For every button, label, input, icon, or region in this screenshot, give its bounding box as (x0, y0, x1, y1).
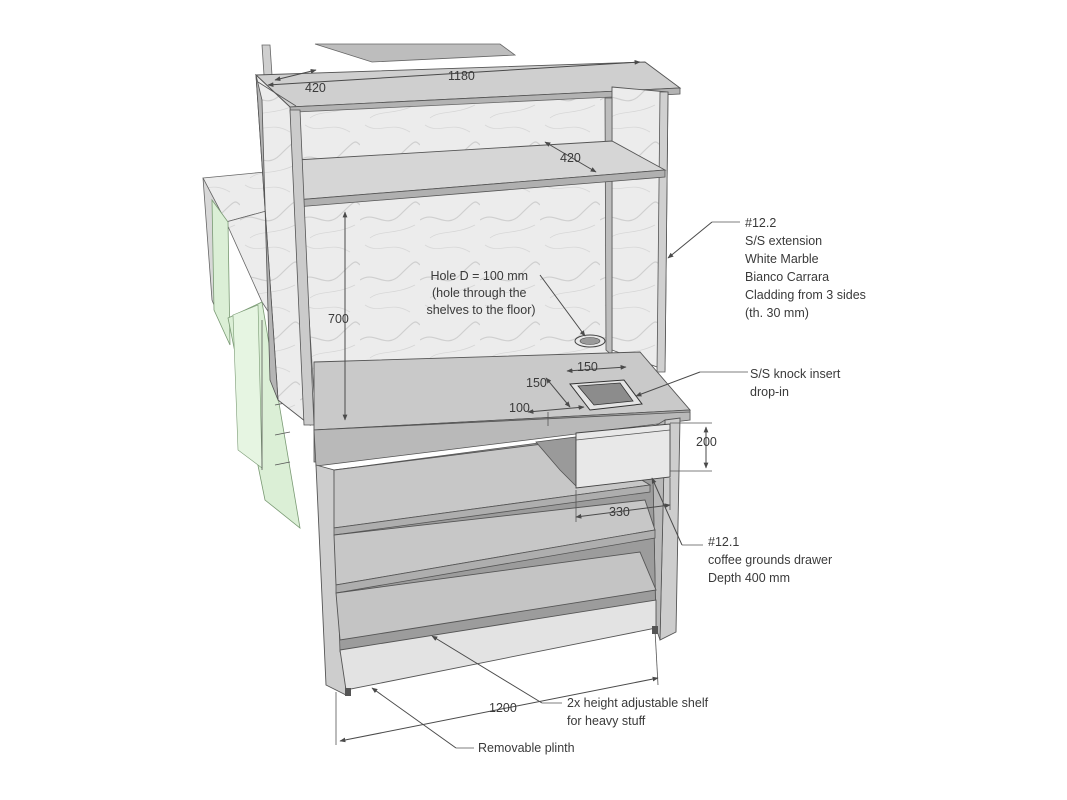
callout-knock-line-1: S/S knock insert (750, 367, 841, 381)
callout-hole-line-3: shelves to the floor) (426, 303, 535, 317)
dim-label-330: 330 (609, 505, 630, 519)
dimension-1200: 1200 (335, 629, 659, 745)
callout-shelf: 2x height adjustable shelf for heavy stu… (567, 696, 712, 728)
callout-plinth-line-1: Removable plinth (478, 741, 575, 755)
knock-insert (569, 379, 643, 411)
dimension-1180: 1180 (267, 59, 641, 88)
dimension-150-width: 150 (566, 360, 627, 374)
callout-hole-line-2: (hole through the (432, 286, 527, 300)
leader-drawer-2 (651, 477, 683, 546)
callout-knock-line-2: drop-in (750, 385, 789, 399)
leader-knock-2 (635, 371, 701, 397)
callout-extension: #12.2 S/S extension White Marble Bianco … (745, 216, 869, 320)
callout-plinth: Removable plinth (478, 741, 575, 755)
callout-drawer-line-3: Depth 400 mm (708, 571, 790, 585)
dim-label-420-top: 420 (305, 81, 326, 95)
dimension-200: 200 (670, 422, 717, 472)
dimension-330: 330 (575, 478, 671, 522)
callout-knock-insert: S/S knock insert drop-in (750, 367, 844, 399)
leader-extension-2 (667, 221, 713, 259)
leader-plinth-2 (371, 687, 457, 749)
background-pole (261, 44, 273, 76)
callout-extension-line-2: S/S extension (745, 234, 822, 248)
callout-drawer: #12.1 coffee grounds drawer Depth 400 mm (708, 535, 836, 585)
callout-extension-line-1: #12.2 (745, 216, 776, 230)
dim-label-200: 200 (696, 435, 717, 449)
leader-hole (539, 274, 586, 337)
dim-label-150-depth: 150 (526, 376, 547, 390)
dimension-420-top: 420 (257, 68, 326, 107)
dim-label-150-width: 150 (577, 360, 598, 374)
dim-label-700: 700 (328, 312, 349, 326)
dimension-150-depth: 150 (526, 376, 571, 408)
callout-shelf-line-1: 2x height adjustable shelf (567, 696, 709, 710)
hole-cutout (574, 334, 606, 348)
dim-label-100: 100 (509, 401, 530, 415)
callout-hole: Hole D = 100 mm (hole through the shelve… (426, 269, 535, 317)
dimension-420-shelf: 420 (544, 141, 597, 173)
dim-label-1180: 1180 (448, 69, 475, 83)
callout-drawer-line-1: #12.1 (708, 535, 739, 549)
dim-label-420-shelf: 420 (560, 151, 581, 165)
callout-extension-line-3: White Marble (745, 252, 819, 266)
callout-drawer-line-2: coffee grounds drawer (708, 553, 832, 567)
callout-hole-line-1: Hole D = 100 mm (430, 269, 528, 283)
dim-label-1200: 1200 (489, 701, 517, 715)
dimension-700: 700 (328, 211, 349, 421)
dimension-100: 100 (509, 401, 585, 426)
callout-extension-line-5: Cladding from 3 sides (745, 288, 866, 302)
leader-shelf-2 (431, 635, 543, 704)
callout-shelf-line-2: for heavy stuff (567, 714, 646, 728)
callout-extension-line-6: (th. 30 mm) (745, 306, 809, 320)
green-glass-panel (211, 198, 301, 529)
drawer-compartment (535, 423, 671, 489)
background-shelf-top (314, 43, 517, 63)
callout-extension-line-4: Bianco Carrara (745, 270, 829, 284)
